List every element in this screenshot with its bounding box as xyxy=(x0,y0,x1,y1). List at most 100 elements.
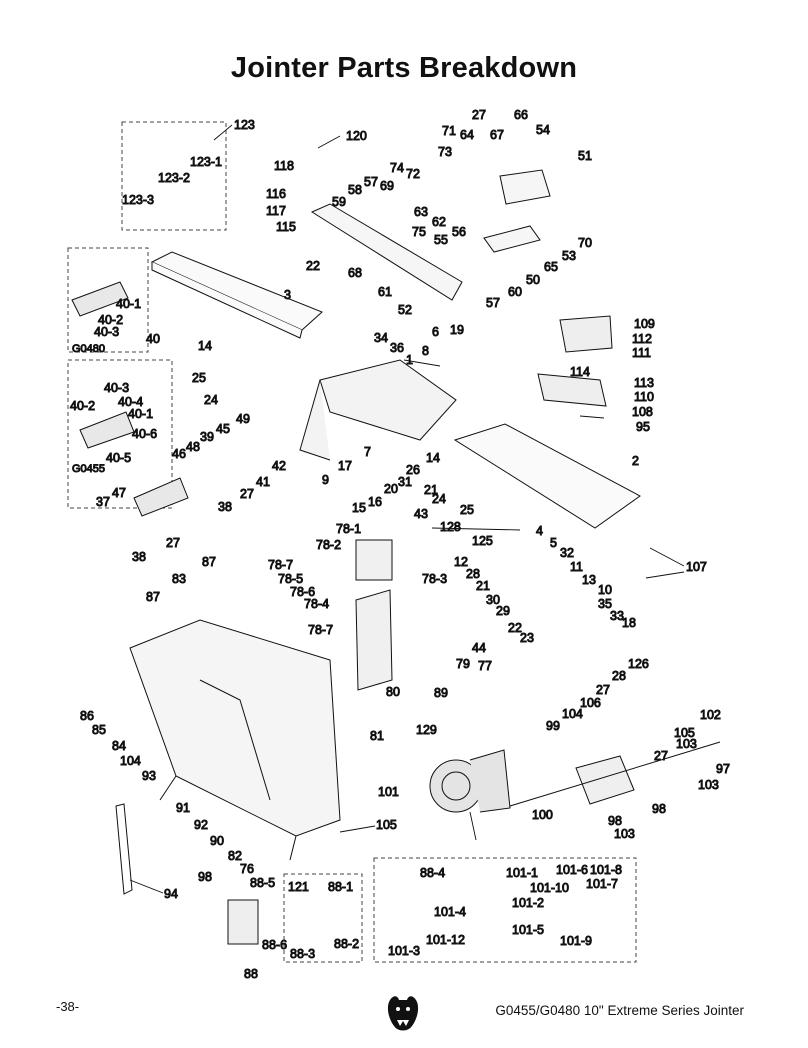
callout-label: 25 xyxy=(460,503,474,517)
callout-label: 56 xyxy=(452,225,466,239)
callout-label: 32 xyxy=(560,546,574,560)
callout-label: 129 xyxy=(416,723,437,737)
callout-label: 78-3 xyxy=(422,572,447,586)
callout-label: 6 xyxy=(432,325,439,339)
callout-label: 111 xyxy=(632,346,651,360)
callout-label: 73 xyxy=(438,145,452,159)
callout-label: 38 xyxy=(132,550,146,564)
callout-label: 40-1 xyxy=(128,407,153,421)
callout-label: 22 xyxy=(508,621,522,635)
callout-label: 78-6 xyxy=(290,585,315,599)
callout-label: 24 xyxy=(432,492,446,506)
callout-label: 66 xyxy=(514,108,528,122)
callout-label: 46 xyxy=(172,447,186,461)
callout-label: 98 xyxy=(652,802,666,816)
callout-label: 45 xyxy=(216,422,230,436)
callout-label: 123-3 xyxy=(122,193,154,207)
callout-label: 35 xyxy=(598,597,612,611)
callout-label: 49 xyxy=(236,412,250,426)
callout-label: 113 xyxy=(634,376,654,390)
callout-label: 101-3 xyxy=(388,944,420,958)
callout-label: 26 xyxy=(406,463,420,477)
callout-label: 101-5 xyxy=(512,923,544,937)
callout-label: 86 xyxy=(80,709,94,723)
callout-label: 104 xyxy=(562,707,583,721)
callout-label: 84 xyxy=(112,739,126,753)
callout-label: 27 xyxy=(472,108,486,122)
callout-label: 54 xyxy=(536,123,550,137)
callout-label: 78-7 xyxy=(308,623,333,637)
callout-label: 87 xyxy=(202,555,216,569)
callout-label: 109 xyxy=(634,317,655,331)
callout-label small: G0480 xyxy=(72,343,105,355)
callout-label: 101-9 xyxy=(560,934,592,948)
callout-label: 93 xyxy=(142,769,156,783)
callout-label: 40-1 xyxy=(116,297,141,311)
callout-label: 51 xyxy=(578,149,592,163)
callout-label: 18 xyxy=(622,616,636,630)
callout-label: 12 xyxy=(454,555,468,569)
callout-label: 5 xyxy=(550,536,557,550)
callout-label: 40-3 xyxy=(104,381,129,395)
callout-label: 55 xyxy=(434,233,448,247)
callout-label small: G0455 xyxy=(72,463,105,475)
callout-label: 57 xyxy=(486,296,500,310)
callout-label: 42 xyxy=(272,459,286,473)
callout-label: 89 xyxy=(434,686,448,700)
callout-label: 52 xyxy=(398,303,412,317)
callout-label: 29 xyxy=(496,604,510,618)
callout-label: 77 xyxy=(478,659,492,673)
motor xyxy=(429,749,511,813)
callout-label: 17 xyxy=(338,459,352,473)
callout-label: 72 xyxy=(406,167,420,181)
callout-label: 101-12 xyxy=(426,933,465,947)
callout-label: 8 xyxy=(422,344,429,358)
callout-label: 103 xyxy=(614,827,635,841)
callout-label: 101-6 xyxy=(556,863,588,877)
infeed-table xyxy=(150,251,323,339)
callout-label: 78-1 xyxy=(336,522,361,536)
callout-label: 123-1 xyxy=(190,155,222,169)
callout-label: 24 xyxy=(204,393,218,407)
box-123 xyxy=(121,121,227,231)
callout-label: 27 xyxy=(654,749,668,763)
callout-label: 40 xyxy=(146,332,160,346)
callout-label: 78-4 xyxy=(304,597,329,611)
callout-label: 21 xyxy=(476,579,490,593)
v-belt xyxy=(115,803,133,895)
callout-label: 101 xyxy=(378,785,399,799)
stand-cabinet xyxy=(129,619,341,861)
callout-label: 123-2 xyxy=(158,171,190,185)
callout-label: 40-2 xyxy=(98,313,123,327)
callout-label: 36 xyxy=(390,341,404,355)
callout-label: 71 xyxy=(442,124,456,138)
callout-label: 95 xyxy=(636,420,650,434)
callout-label: 44 xyxy=(472,641,486,655)
callout-label: 40-6 xyxy=(132,427,157,441)
callout-label: 105 xyxy=(376,818,397,832)
callout-label: 28 xyxy=(612,669,626,683)
callout-label: 107 xyxy=(686,560,707,574)
callout-label: 88-2 xyxy=(334,937,359,951)
callout-label: 101-4 xyxy=(434,905,466,919)
callout-label: 125 xyxy=(472,534,493,548)
callout-label: 101-8 xyxy=(590,863,622,877)
callout-label: 116 xyxy=(266,187,286,201)
cutterhead xyxy=(71,281,189,517)
callout-label: 40-4 xyxy=(118,395,143,409)
callout-label: 25 xyxy=(192,371,206,385)
callout-label: 105 xyxy=(674,726,695,740)
callout-label: 31 xyxy=(398,475,412,489)
callout-label: 94 xyxy=(164,887,178,901)
callout-label: 7 xyxy=(364,445,371,459)
callout-label: 70 xyxy=(578,236,592,250)
callout-label: 103 xyxy=(698,778,719,792)
callout-label: 14 xyxy=(426,451,440,465)
grizzly-bear-head-icon xyxy=(387,996,419,1031)
jointer-base xyxy=(299,359,457,461)
callout-label: 68 xyxy=(348,266,362,280)
group-boxes xyxy=(67,121,637,963)
callout-label: 88-5 xyxy=(250,876,275,890)
callout-label: 103 xyxy=(676,737,697,751)
callout-label: 33 xyxy=(610,609,624,623)
